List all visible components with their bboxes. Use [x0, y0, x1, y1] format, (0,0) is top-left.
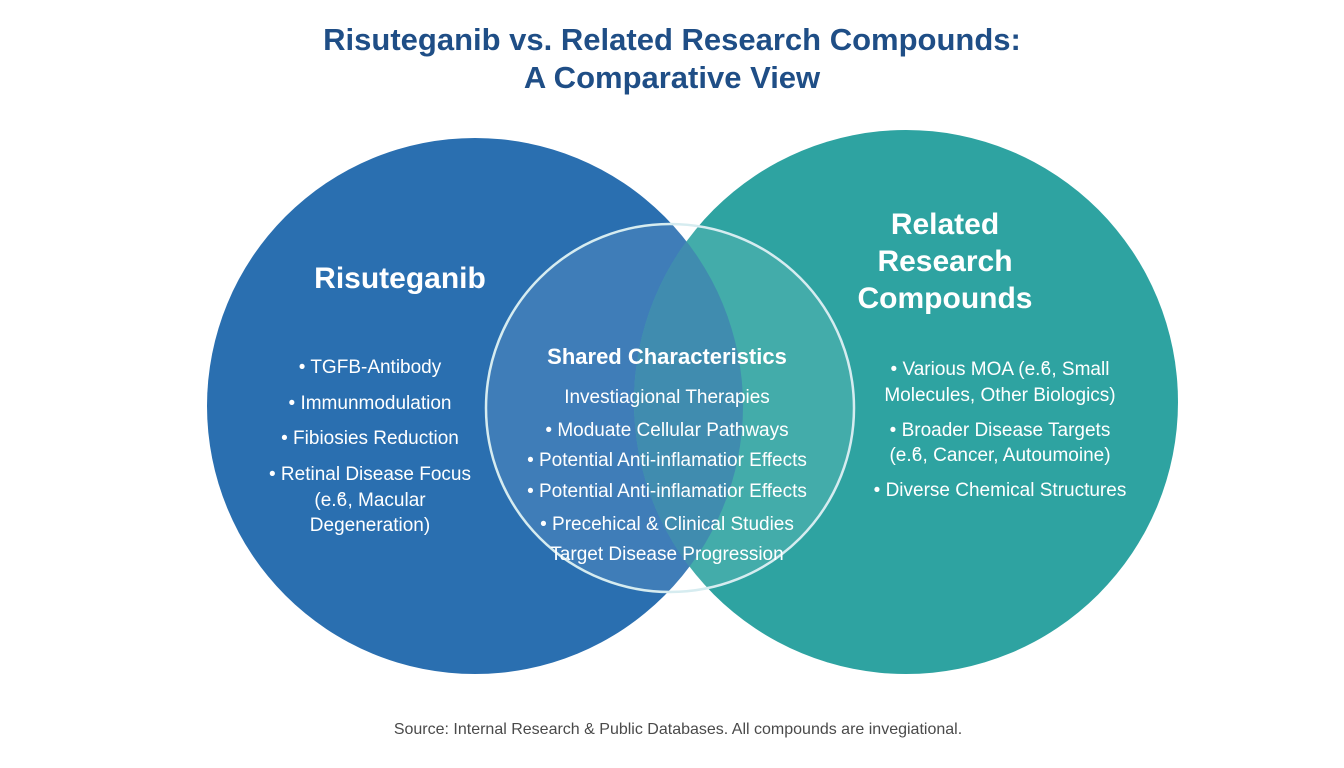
right-circle-heading: Related Research Compounds [815, 206, 1075, 317]
left-circle-heading: Risuteganib [314, 262, 486, 295]
shared-circle [484, 222, 856, 594]
right-heading-line: Research [877, 245, 1013, 278]
list-item: • Potential Anti-inflamatior Effects [527, 481, 807, 502]
list-item: Molecules, Other Biologics) [884, 385, 1116, 406]
list-item: Investiagional Therapies [564, 387, 770, 408]
list-item: (e.ϐ, Macular [314, 490, 426, 511]
list-item: • Various MOA (e.ϐ, Small [890, 359, 1110, 380]
list-item: • Retinal Disease Focus [268, 464, 471, 485]
right-heading-line: Related [890, 208, 1000, 241]
list-item: (e.ϐ, Cancer, Autoumoine) [889, 445, 1111, 466]
list-item: • Moduate Cellular Pathways [545, 420, 789, 441]
list-item: • Diverse Chemical Structures [873, 480, 1127, 501]
right-circle [634, 130, 1178, 674]
list-item: • Immunmodulation [288, 393, 452, 414]
list-item: • TGFB-Antibody [298, 357, 442, 378]
list-item: Degeneration) [309, 515, 431, 536]
shared-heading: Shared Characteristics [547, 344, 787, 369]
list-item: • Broader Disease Targets [889, 420, 1111, 441]
list-item: • Precehical & Clinical Studies [540, 514, 794, 535]
list-item: Target Disease Progression [550, 544, 784, 565]
page-title-line-2: A Comparative View [523, 60, 821, 95]
left-circle [207, 138, 743, 674]
source-note: Source: Internal Research & Public Datab… [393, 721, 963, 738]
right-heading-line: Compounds [857, 282, 1033, 315]
left-item-list: • TGFB-Antibody • Immunmodulation • Fibi… [230, 0, 510, 768]
list-item: • Potential Anti-inflamatior Effects [527, 450, 807, 471]
shared-item-list: Investiagional Therapies • Moduate Cellu… [487, 0, 847, 768]
list-item: • Fibiosies Reduction [281, 428, 459, 449]
page-title-line-1: Risuteganib vs. Related Research Compoun… [323, 22, 1021, 57]
right-item-list: • Various MOA (e.ϐ, Small Molecules, Oth… [855, 0, 1145, 768]
